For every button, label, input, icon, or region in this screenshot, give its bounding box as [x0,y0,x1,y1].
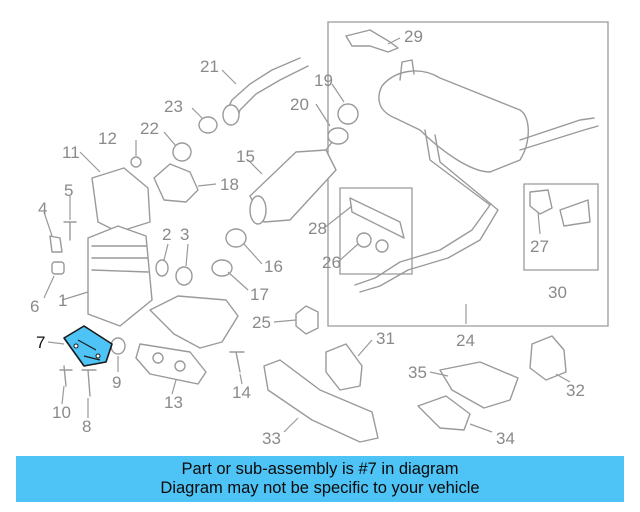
pipe-21 [225,57,301,113]
elbow-18 [153,163,199,203]
callout-1[interactable]: 1 [58,291,67,310]
callout-23[interactable]: 23 [164,97,183,116]
callout-6[interactable]: 6 [30,297,39,316]
bracket-box-26-28 [339,187,413,275]
ring-3 [175,266,193,286]
callout-32[interactable]: 32 [566,381,585,400]
washer-9 [110,337,126,355]
gasket-17 [211,259,233,277]
bracket-4 [49,235,63,253]
callout-2[interactable]: 2 [162,225,171,244]
callout-20[interactable]: 20 [290,95,309,114]
muffler-assembly [354,59,599,293]
callout-16[interactable]: 16 [264,257,283,276]
callout-33[interactable]: 33 [262,429,281,448]
bolt-14 [229,351,245,373]
callout-7[interactable]: 7 [36,333,45,352]
callout-10[interactable]: 10 [52,403,71,422]
catalytic-converter-1 [87,225,153,327]
ring-2 [155,259,169,277]
callout-21[interactable]: 21 [200,57,219,76]
exhaust-parts-diagram: 29 21 19 23 20 22 12 11 15 18 5 4 2 3 16… [30,21,609,448]
callout-27[interactable]: 27 [530,237,549,256]
callout-34[interactable]: 34 [496,429,515,448]
callout-13[interactable]: 13 [164,393,183,412]
clamp-22 [172,142,192,162]
clamp-19 [337,103,359,125]
callout-9[interactable]: 9 [112,373,121,392]
callout-29[interactable]: 29 [404,27,423,46]
mount-32 [529,335,567,381]
callout-5[interactable]: 5 [64,181,73,200]
callout-24[interactable]: 24 [456,331,475,350]
nut-12 [130,156,142,168]
front-pipe [149,295,239,349]
callout-30[interactable]: 30 [548,283,567,302]
callout-26[interactable]: 26 [322,253,341,272]
bolt-5 [63,221,77,241]
hanger-29 [345,29,399,53]
callout-17[interactable]: 17 [250,285,269,304]
heat-shield-33 [263,359,379,443]
bracket-7-highlighted [63,325,113,367]
clamp-25 [295,305,319,335]
banner-line-part: Part or sub-assembly is #7 in diagram [181,460,459,478]
hanger-box-27-30 [523,183,599,271]
nut-6 [51,261,65,275]
callout-25[interactable]: 25 [252,313,271,332]
callout-3[interactable]: 3 [180,225,189,244]
bracket-26-28-parts [349,197,405,253]
callout-4[interactable]: 4 [38,199,47,218]
callout-11[interactable]: 11 [62,143,80,162]
callout-22[interactable]: 22 [140,119,159,138]
banner-line-disclaimer: Diagram may not be specific to your vehi… [160,479,480,497]
heat-shield-11 [91,167,151,233]
bracket-31 [325,343,363,391]
particulate-filter-15 [249,141,337,225]
heat-shield-35 [439,361,519,409]
callout-14[interactable]: 14 [232,383,251,402]
stud-10 [59,365,73,387]
callout-28[interactable]: 28 [308,219,327,238]
info-banner: Part or sub-assembly is #7 in diagram Di… [16,456,624,502]
callout-8[interactable]: 8 [82,417,91,436]
hanger-27-parts [529,189,591,227]
callout-18[interactable]: 18 [220,175,239,194]
clamp-16 [225,228,247,248]
callout-12[interactable]: 12 [98,129,117,148]
callout-19[interactable]: 19 [314,71,333,90]
gasket-13 [135,343,207,385]
bolt-8 [81,369,97,397]
callout-31[interactable]: 31 [376,329,395,348]
gasket-20 [327,127,349,145]
callout-35[interactable]: 35 [408,363,427,382]
heat-shield-34 [417,395,471,431]
callout-15[interactable]: 15 [236,147,255,166]
gasket-23 [198,116,218,134]
